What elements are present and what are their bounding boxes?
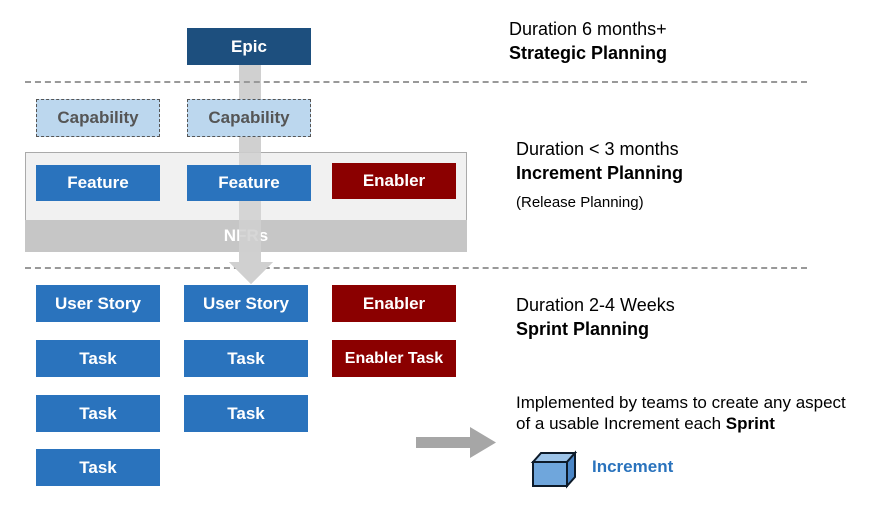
implemented-line-1: Implemented by teams to create any aspec… <box>516 393 846 412</box>
feature-box-2-top: Feature <box>187 165 311 201</box>
capability-box-2: Capability <box>187 99 311 137</box>
capability-box-1: Capability <box>36 99 160 137</box>
user-story-box-2: User Story <box>184 285 308 322</box>
increment-title: Increment Planning <box>516 163 684 183</box>
enabler-feature-box: Enabler <box>332 163 456 199</box>
increment-duration: Duration < 3 months <box>516 139 679 159</box>
task-box-3: Task <box>36 449 160 486</box>
implemented-line-2: of a usable Increment each Sprint <box>516 414 775 434</box>
increment-cube-icon <box>530 450 578 489</box>
increment-note: (Release Planning) <box>516 194 644 211</box>
strategic-divider <box>25 81 807 83</box>
sprint-title: Sprint Planning <box>516 319 649 339</box>
task-box-1: Task <box>36 340 160 377</box>
increment-label: Increment <box>592 457 674 476</box>
implemented-sprint-word: Sprint <box>725 414 775 433</box>
sprint-duration: Duration 2-4 Weeks <box>516 295 675 315</box>
task-box-4: Task <box>184 340 308 377</box>
implemented-line-2-text: of a usable Increment each <box>516 414 726 433</box>
user-story-box-1: User Story <box>36 285 160 322</box>
task-box-5: Task <box>184 395 308 432</box>
task-box-2: Task <box>36 395 160 432</box>
strategic-title: Strategic Planning <box>509 43 668 63</box>
epic-box: Epic <box>187 28 311 65</box>
strategic-duration: Duration 6 months+ <box>509 19 667 39</box>
enabler-task-box: Enabler Task <box>332 340 456 377</box>
feature-box-1: Feature <box>36 165 160 201</box>
right-arrow-icon <box>416 427 496 458</box>
enabler-box: Enabler <box>332 285 456 322</box>
sprint-divider <box>25 267 807 269</box>
